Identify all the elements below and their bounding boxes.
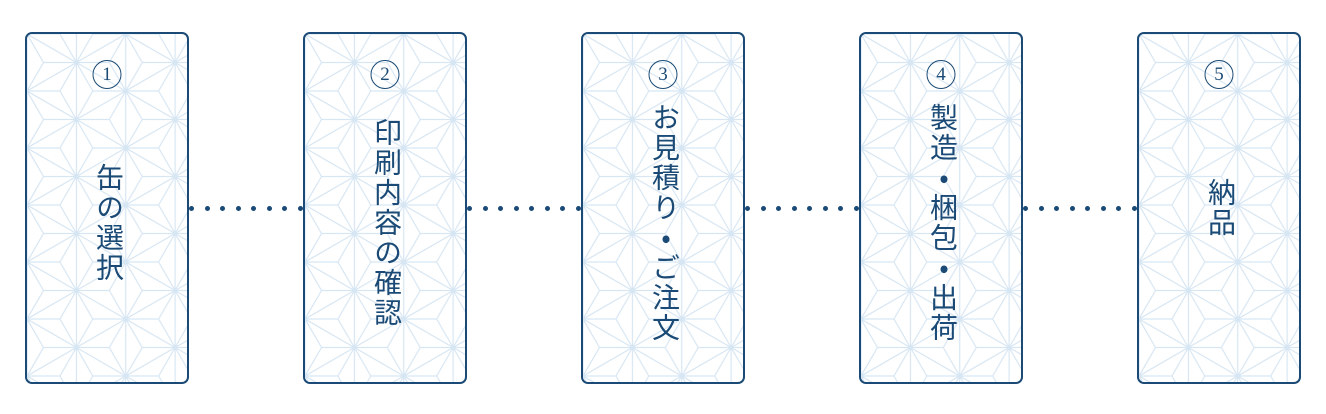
connector-dot: [1116, 206, 1122, 211]
step-number: 1: [102, 64, 112, 85]
step-label: 納品: [1204, 178, 1235, 238]
connector-dot: [498, 206, 504, 211]
connector-dot: [544, 206, 550, 211]
step-number-badge: 5: [1204, 60, 1234, 89]
step-label: お見積り・ご注文: [648, 103, 679, 343]
step-card-2: 2 印刷内容の確認: [303, 32, 467, 384]
connector-dot: [467, 206, 472, 211]
step-number-badge: 3: [648, 60, 678, 89]
step-number-badge: 2: [370, 60, 400, 89]
step-label-wrap: 納品: [1139, 34, 1299, 382]
dotted-connector-4: [1023, 206, 1137, 211]
connector-dot: [575, 206, 581, 211]
step-card-5: 5 納品: [1137, 32, 1301, 384]
connector-dot: [482, 206, 488, 211]
step-label: 製造・梱包・出荷: [926, 103, 957, 343]
step-label-wrap: 製造・梱包・出荷: [861, 34, 1021, 382]
connector-dot: [251, 206, 257, 211]
connector-dot: [760, 206, 766, 211]
connector-dot: [853, 206, 859, 211]
connector-dot: [1085, 206, 1091, 211]
step-number: 3: [658, 64, 668, 85]
step-number: 2: [380, 64, 390, 85]
connector-dot: [1100, 206, 1106, 211]
connector-dot: [1038, 206, 1044, 211]
connector-dot: [235, 206, 241, 211]
step-card-1: 1 缶の選択: [25, 32, 189, 384]
step-label: 印刷内容の確認: [370, 118, 401, 328]
connector-dot: [838, 206, 844, 211]
step-label-wrap: 印刷内容の確認: [305, 34, 465, 382]
connector-dot: [529, 206, 535, 211]
connector-dot: [1023, 206, 1028, 211]
connector-dot: [791, 206, 797, 211]
connector-dot: [282, 206, 288, 211]
step-label-wrap: お見積り・ご注文: [583, 34, 743, 382]
connector-dot: [776, 206, 782, 211]
step-number-badge: 1: [92, 60, 122, 89]
connector-dot: [1131, 206, 1137, 211]
connector-dot: [1069, 206, 1075, 211]
step-label-wrap: 缶の選択: [27, 34, 187, 382]
connector-dot: [266, 206, 272, 211]
connector-dot: [189, 206, 194, 211]
connector-dot: [220, 206, 226, 211]
connector-dot: [822, 206, 828, 211]
dotted-connector-1: [189, 206, 303, 211]
step-number-badge: 4: [926, 60, 956, 89]
step-card-4: 4 製造・梱包・出荷: [859, 32, 1023, 384]
dotted-connector-3: [745, 206, 859, 211]
connector-dot: [297, 206, 303, 211]
step-number: 5: [1214, 64, 1224, 85]
connector-dot: [204, 206, 210, 211]
step-card-3: 3 お見積り・ご注文: [581, 32, 745, 384]
connector-dot: [807, 206, 813, 211]
connector-dot: [513, 206, 519, 211]
dotted-connector-2: [467, 206, 581, 211]
step-label: 缶の選択: [92, 163, 123, 283]
connector-dot: [1054, 206, 1060, 211]
step-number: 4: [936, 64, 946, 85]
connector-dot: [560, 206, 566, 211]
connector-dot: [745, 206, 750, 211]
